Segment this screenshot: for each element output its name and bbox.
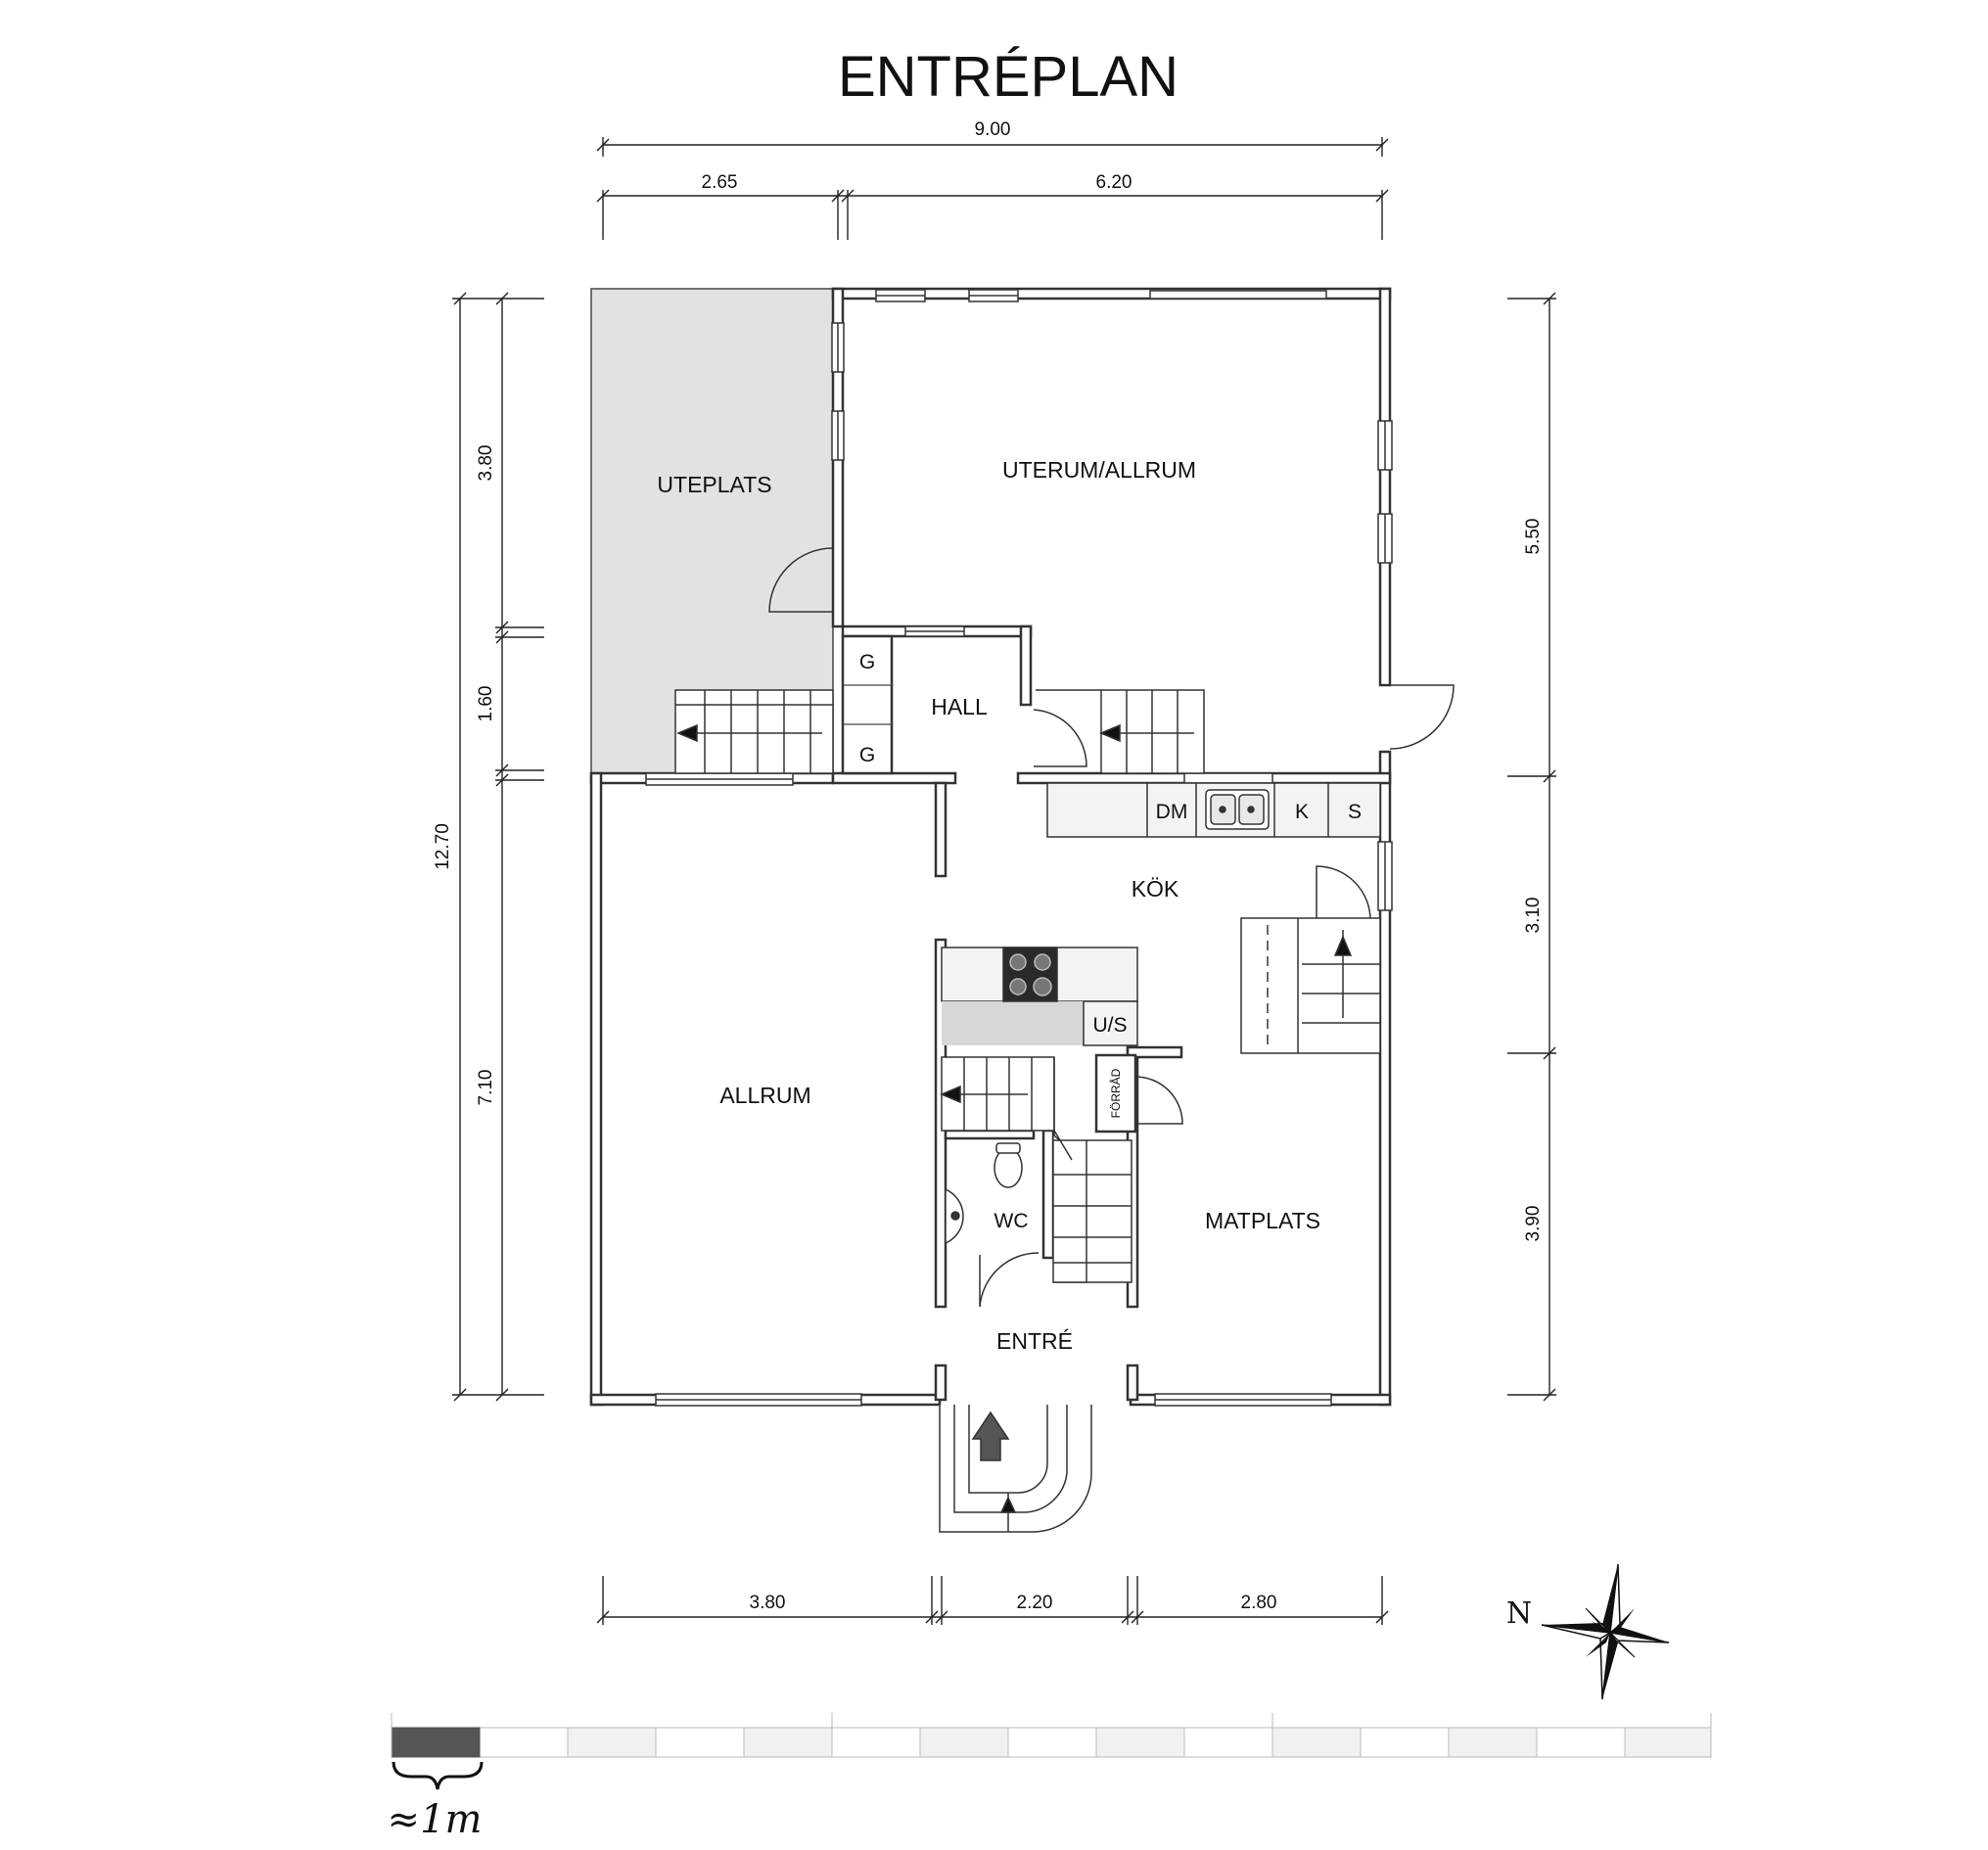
right-dimensions: 5.50 3.10 3.90 — [1507, 292, 1556, 1402]
dim-left-b: 1.60 — [476, 686, 496, 722]
scale-label: ≈1m — [388, 1797, 483, 1842]
compass-label: N — [1506, 1596, 1532, 1631]
plan-title: ENTRÉPLAN — [838, 45, 1179, 109]
fixture-g1: G — [859, 651, 875, 673]
dim-right-a: 5.50 — [1523, 519, 1544, 555]
dim-top-total: 9.00 — [975, 119, 1011, 140]
fixture-g2: G — [859, 744, 875, 766]
fixture-dm: DM — [1156, 801, 1188, 823]
room-matplats: MATPLATS — [1205, 1208, 1320, 1233]
dim-right-b: 3.10 — [1523, 898, 1544, 934]
compass-icon — [1541, 1563, 1670, 1700]
room-wc: WC — [994, 1210, 1029, 1232]
bottom-dimensions: 3.80 2.20 2.80 — [596, 1576, 1389, 1625]
dim-left-total: 12.70 — [433, 823, 453, 870]
room-uteplats: UTEPLATS — [657, 472, 771, 497]
dim-bottom-c: 2.80 — [1241, 1593, 1277, 1613]
fixture-forrad: FÖRRÅD — [1108, 1068, 1123, 1118]
toilet-icon — [994, 1147, 1023, 1188]
patio-stairs — [674, 689, 834, 774]
scale-bar — [391, 1713, 1712, 1758]
room-entre: ENTRÉ — [996, 1328, 1073, 1354]
dim-bottom-b: 2.20 — [1017, 1593, 1053, 1613]
hall-stairs — [1036, 689, 1205, 774]
central-stairs — [940, 1056, 1133, 1283]
interior-walls — [831, 624, 1183, 1402]
entrance-arrow-icon — [971, 1411, 1010, 1461]
room-kok: KÖK — [1132, 876, 1179, 902]
scale-brace-icon — [392, 1761, 484, 1790]
kitchen-right-stairs — [1240, 917, 1381, 1054]
fixture-s: S — [1348, 801, 1362, 823]
stove-island — [941, 947, 1138, 1046]
room-hall: HALL — [931, 694, 988, 719]
top-dimensions: 9.00 2.65 6.20 — [596, 119, 1389, 240]
entrance-porch — [939, 1405, 1092, 1533]
kitchen-counter — [1046, 782, 1381, 838]
fixture-k: K — [1295, 801, 1309, 823]
room-uterum: UTERUM/ALLRUM — [1002, 457, 1196, 483]
dim-right-c: 3.90 — [1523, 1206, 1544, 1242]
room-allrum: ALLRUM — [719, 1083, 810, 1108]
dim-top-right: 6.20 — [1096, 172, 1133, 193]
windows — [645, 289, 1393, 1407]
dim-bottom-a: 3.80 — [750, 1593, 786, 1613]
left-dimensions: 12.70 3.80 1.60 7.10 — [433, 292, 544, 1402]
dim-left-a: 3.80 — [476, 445, 496, 482]
dim-left-c: 7.10 — [476, 1070, 496, 1106]
fixture-us: U/S — [1092, 1014, 1127, 1037]
wc-fixtures — [945, 1142, 1023, 1245]
dim-top-left: 2.65 — [702, 172, 738, 193]
